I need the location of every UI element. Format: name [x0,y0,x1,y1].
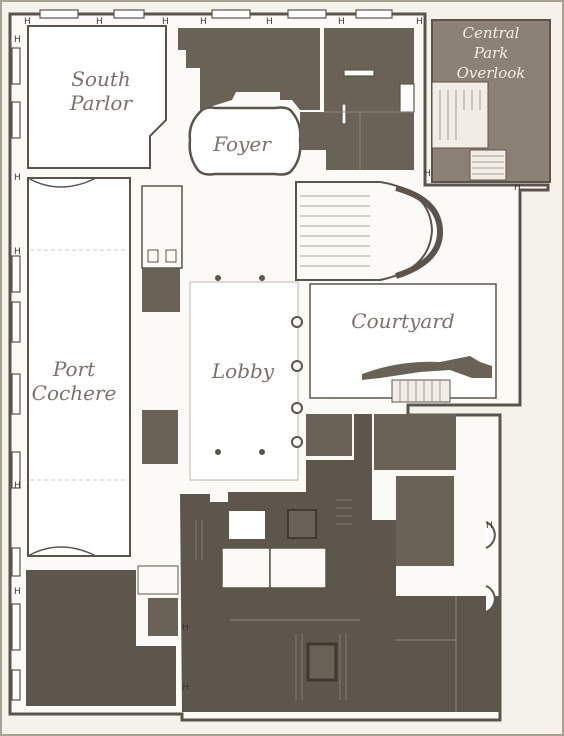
label-foyer: Foyer [212,132,272,156]
room-courtyard[interactable] [309,283,497,403]
service-rooms-north [178,28,415,170]
h-marker: H [200,17,207,27]
h-markers: H H H H H H H H H H H H H H H H H [14,17,521,693]
label-overlook-line1: Central [463,24,520,42]
grand-stair [295,181,444,281]
label-overlook-line3: Overlook [457,64,526,82]
room-foyer[interactable] [188,106,302,176]
h-marker: H [14,587,21,597]
h-marker: H [182,623,189,633]
h-marker: H [14,247,21,257]
h-marker: H [96,17,103,27]
h-marker: H [486,521,493,531]
h-marker: H [182,683,189,693]
room-labels: South Parlor Foyer Central Park Overlook… [32,24,526,405]
h-marker: H [266,17,273,27]
service-rooms-southwest [26,565,179,706]
h-marker: H [14,481,21,491]
h-marker: H [416,17,423,27]
room-lobby[interactable] [189,275,303,481]
room-port-cochere[interactable] [27,177,131,557]
room-south-parlor[interactable] [27,25,167,169]
label-lobby: Lobby [211,359,275,383]
windows [11,9,393,701]
room-central-park-overlook[interactable] [431,19,551,183]
label-south-parlor-line1: South [71,67,131,91]
h-marker: H [338,17,345,27]
label-port-cochere-line1: Port [52,357,96,381]
service-wing-south [180,414,500,712]
h-marker: H [14,35,21,45]
label-courtyard: Courtyard [351,309,454,333]
label-south-parlor-line2: Parlor [69,91,133,115]
label-overlook-line2: Park [473,44,509,62]
h-marker: H [424,169,431,179]
service-corridor-west [141,185,183,464]
label-port-cochere-line2: Cochere [32,381,117,405]
h-marker: H [514,183,521,193]
h-marker: H [24,17,31,27]
h-marker: H [14,173,21,183]
h-marker: H [162,17,169,27]
